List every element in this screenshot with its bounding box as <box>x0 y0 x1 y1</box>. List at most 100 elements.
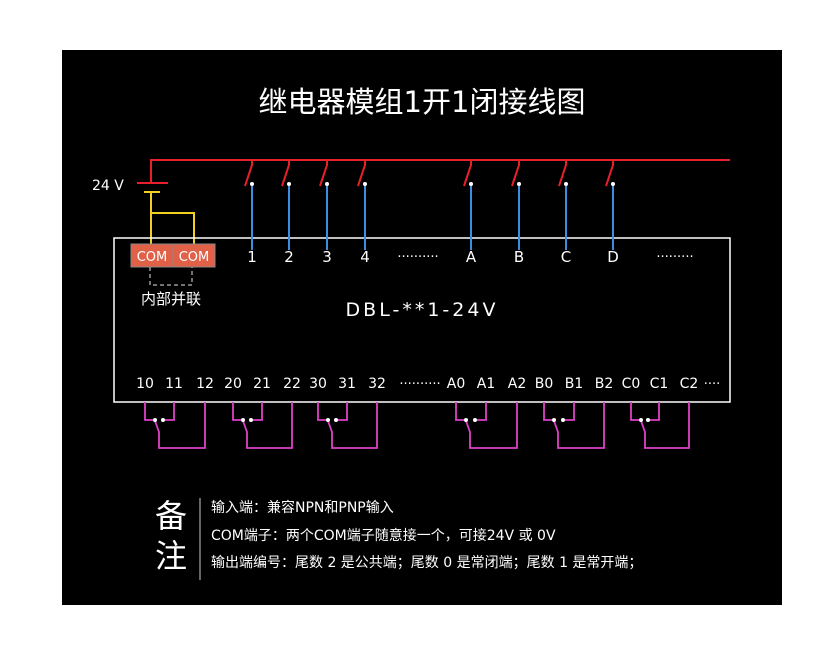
contact-dot <box>473 418 477 422</box>
notes-heading-1: 备 <box>155 497 187 535</box>
input-switch-icon <box>319 160 328 187</box>
output-label: C0 <box>622 376 641 392</box>
contact-dot <box>639 418 643 422</box>
output-label: A2 <box>508 376 526 392</box>
output-label: 20 <box>224 376 242 392</box>
input-terminals: 1 2 3 4 A B C D <box>244 160 619 266</box>
input-channel-3: 3 <box>319 160 332 266</box>
input-channel-1: 1 <box>244 160 257 266</box>
nc-wire <box>455 402 466 421</box>
notes: 备 注 输入端：兼容NPN和PNP输入 COM端子：两个COM端子随意接一个，可… <box>155 497 642 580</box>
supply-label: 24 V <box>92 178 124 194</box>
output-label: 12 <box>196 376 214 392</box>
input-channel-C: C <box>558 160 571 266</box>
nc-wire <box>543 402 554 421</box>
input-switch-icon <box>511 160 520 187</box>
output-label: 31 <box>338 376 356 392</box>
contact-dot <box>334 418 338 422</box>
contact-dot <box>561 418 565 422</box>
input-label: 4 <box>360 248 370 266</box>
switch-contact-dot <box>287 182 291 186</box>
contact-dot <box>552 418 556 422</box>
com-terminal-1: COM <box>130 243 174 268</box>
output-label: 22 <box>283 376 301 392</box>
model-label: DBL-**1-24V <box>346 299 499 321</box>
switch-contact-dot <box>517 182 521 186</box>
input-channel-B: B <box>511 160 524 266</box>
output-ellipsis: ·········· <box>399 377 440 392</box>
nc-wire <box>232 402 243 421</box>
output-label: 32 <box>368 376 386 392</box>
output-label: A0 <box>447 376 465 392</box>
output-relay-2: 20 21 22 <box>224 376 301 449</box>
contact-dot <box>326 418 330 422</box>
input-switch-icon <box>357 160 366 187</box>
common-wire <box>242 402 293 449</box>
common-wire <box>465 402 518 449</box>
output-label: B0 <box>535 376 554 392</box>
input-switch-icon <box>281 160 290 187</box>
input-label: 2 <box>284 248 294 266</box>
output-label: A1 <box>477 376 495 392</box>
nc-wire <box>630 402 641 421</box>
input-label: B <box>514 248 524 266</box>
contact-dot <box>241 418 245 422</box>
switch-contact-dot <box>250 182 254 186</box>
output-ellipsis-end: ···· <box>704 377 721 392</box>
nc-wire <box>144 402 155 421</box>
output-label: C2 <box>680 376 699 392</box>
switch-contact-dot <box>325 182 329 186</box>
input-switch-icon <box>244 160 253 187</box>
no-wire <box>648 402 660 421</box>
notes-heading-2: 注 <box>155 537 187 575</box>
output-label: B2 <box>595 376 614 392</box>
switch-contact-dot <box>469 182 473 186</box>
common-wire <box>553 402 605 449</box>
output-label: 30 <box>309 376 327 392</box>
output-label: 10 <box>136 376 154 392</box>
contact-dot <box>464 418 468 422</box>
switch-contact-dot <box>564 182 568 186</box>
output-label: B1 <box>565 376 584 392</box>
output-relay-3: 30 31 32 <box>309 376 386 449</box>
input-channel-2: 2 <box>281 160 294 266</box>
internal-parallel-box <box>149 267 193 286</box>
common-wire <box>327 402 378 449</box>
no-wire <box>251 402 263 421</box>
input-switch-icon <box>558 160 567 187</box>
internal-parallel-label: 内部并联 <box>141 290 201 308</box>
output-terminals: 10 11 12 20 21 22 30 31 32 A0 A1 A2 B0 B1 B2 C0 C1 C2 <box>136 376 699 449</box>
input-label: D <box>607 248 619 266</box>
no-wire <box>163 402 175 421</box>
com-terminal-2: COM <box>172 243 216 268</box>
input-switch-icon <box>605 160 614 187</box>
contact-dot <box>161 418 165 422</box>
contact-dot <box>249 418 253 422</box>
no-wire <box>563 402 575 421</box>
note-line-1: 输入端：兼容NPN和PNP输入 <box>211 499 394 516</box>
input-label: C <box>561 248 571 266</box>
output-label: 21 <box>253 376 271 392</box>
input-switch-icon <box>463 160 472 187</box>
common-wire <box>640 402 690 449</box>
contact-dot <box>153 418 157 422</box>
output-relay-B: B0 B1 B2 <box>535 376 614 449</box>
output-label: C1 <box>650 376 669 392</box>
input-label: A <box>466 248 477 266</box>
output-label: 11 <box>165 376 183 392</box>
output-relay-C: C0 C1 C2 <box>622 376 699 449</box>
output-relay-A: A0 A1 A2 <box>447 376 526 449</box>
input-label: 1 <box>247 248 257 266</box>
input-label: 3 <box>322 248 332 266</box>
note-line-3: 输出端编号：尾数 2 是公共端；尾数 0 是常闭端；尾数 1 是常开端； <box>211 555 642 571</box>
output-relay-1: 10 11 12 <box>136 376 214 449</box>
com-label: COM <box>179 250 210 265</box>
nc-wire <box>317 402 328 421</box>
relay-module-box <box>113 237 731 403</box>
input-channel-D: D <box>605 160 619 266</box>
switch-contact-dot <box>611 182 615 186</box>
input-ellipsis: ·········· <box>397 250 438 265</box>
diagram-title: 继电器模组1开1闭接线图 <box>259 85 586 119</box>
com-label: COM <box>137 250 168 265</box>
